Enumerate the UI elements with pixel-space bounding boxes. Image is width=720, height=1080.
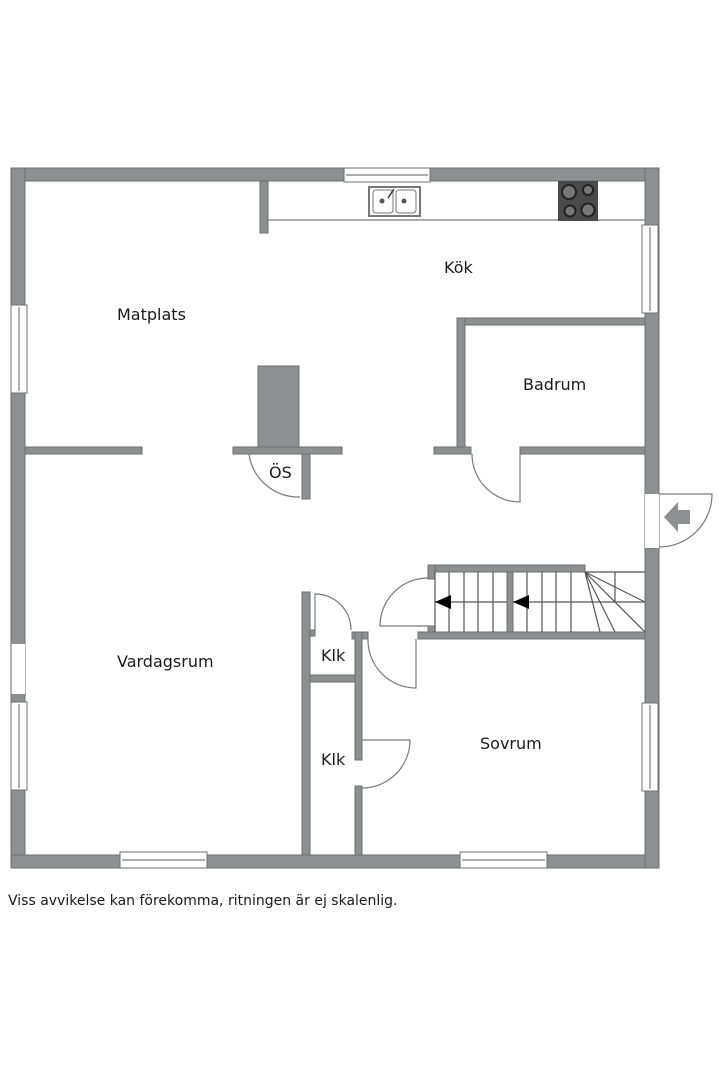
closet-walls bbox=[301, 591, 369, 856]
room-label-klk-upper: Klk bbox=[321, 646, 346, 665]
interior-walls bbox=[24, 365, 343, 500]
room-label-os: ÖS bbox=[269, 463, 292, 482]
bathroom-walls bbox=[433, 317, 646, 455]
disclaimer-text: Viss avvikelse kan förekomma, ritningen … bbox=[8, 893, 398, 909]
room-label-vardagsrum: Vardagsrum bbox=[117, 652, 214, 671]
kitchen-counter bbox=[259, 180, 645, 234]
sink-icon bbox=[368, 186, 421, 217]
windows bbox=[10, 167, 659, 869]
closet-door-lower bbox=[361, 739, 411, 789]
closet-door-upper bbox=[314, 593, 352, 631]
stair-door bbox=[379, 577, 429, 627]
stair-arrow-icon bbox=[435, 595, 451, 609]
sovrum-door bbox=[367, 638, 417, 689]
room-label-matplats: Matplats bbox=[117, 305, 186, 324]
bathroom-door bbox=[471, 453, 521, 503]
room-label-klk-lower: Klk bbox=[321, 750, 346, 769]
stove-icon bbox=[558, 181, 598, 221]
entrance-arrow-icon bbox=[664, 502, 690, 532]
os-door bbox=[248, 453, 301, 498]
room-label-sovrum: Sovrum bbox=[480, 734, 542, 753]
room-label-kok: Kök bbox=[444, 258, 473, 277]
entrance-door[interactable] bbox=[658, 493, 713, 548]
staircase bbox=[417, 564, 646, 640]
stair-arrow-icon bbox=[513, 595, 529, 609]
wall-opening bbox=[11, 644, 25, 694]
room-label-badrum: Badrum bbox=[523, 375, 586, 394]
